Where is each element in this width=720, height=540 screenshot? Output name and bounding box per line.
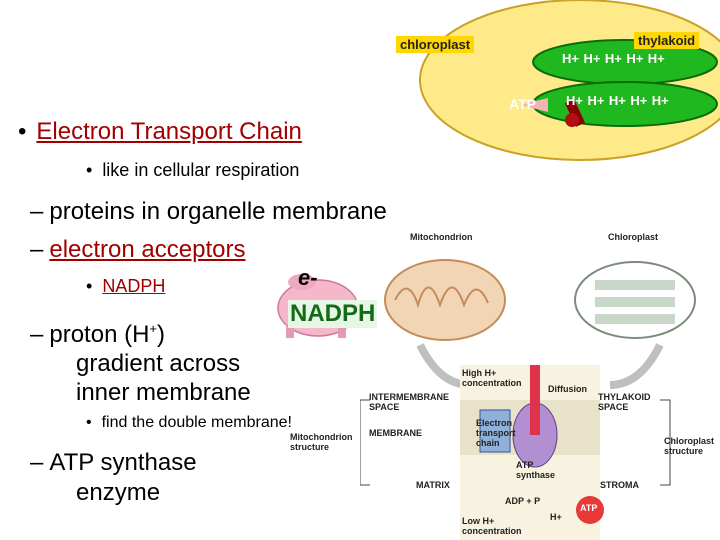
atp-synthase-icon [564, 99, 586, 127]
arrow-right [609, 343, 664, 389]
atp-arrow [520, 98, 548, 112]
hplus-cluster-upper: H+ H+ H+ H+ H+ [562, 51, 665, 66]
pig-nadph-label: NADPH [288, 300, 378, 328]
stroma-label: STROMA [600, 480, 639, 490]
mitochondrion-heading: Mitochondrion [410, 232, 473, 242]
electron-label: e- [298, 265, 318, 290]
membrane-diagram [360, 259, 696, 540]
nadph-link[interactable]: NADPH [102, 276, 166, 296]
bullet-nadph: •NADPH [86, 276, 166, 296]
hplus-product-label: H+ [550, 512, 562, 522]
high-h-label: High H+concentration [462, 368, 522, 388]
bullet-etc: •Electron Transport Chain [18, 118, 302, 145]
bullet-proteins: –proteins in organelle membrane [30, 198, 387, 225]
mitochondrion-shape [384, 259, 506, 341]
etc-link[interactable]: Electron Transport Chain [36, 118, 302, 145]
diffusion-label: Diffusion [548, 384, 587, 394]
chloroplast-label: chloroplast [396, 36, 475, 53]
bullet-atp: –ATP synthase enzyme [30, 449, 197, 506]
diffusion-arrow [530, 365, 540, 435]
thylakoid-label: thylakoid [634, 32, 700, 49]
acceptors-link[interactable]: electron acceptors [49, 236, 246, 263]
inset-atp-label: ATP [509, 96, 536, 112]
atp-product-label: ATP [580, 503, 598, 513]
matrix-label: MATRIX [416, 480, 450, 490]
bullet-double: •find the double membrane! [86, 414, 292, 431]
bullet-proton: –proton (H+) gradient across inner membr… [30, 321, 251, 406]
adp-label: ADP + P [505, 496, 541, 506]
atp-burst [576, 496, 604, 524]
membrane-label: MEMBRANE [369, 428, 422, 438]
low-h-label: Low H+concentration [462, 516, 522, 536]
bullet-acceptors: –electron acceptors [30, 236, 246, 263]
hplus-cluster-lower: H+ H+ H+ H+ H+ [566, 93, 669, 108]
chloroplast-heading: Chloroplast [608, 232, 659, 242]
bullet-cell-resp: •like in cellular respiration [86, 160, 300, 180]
